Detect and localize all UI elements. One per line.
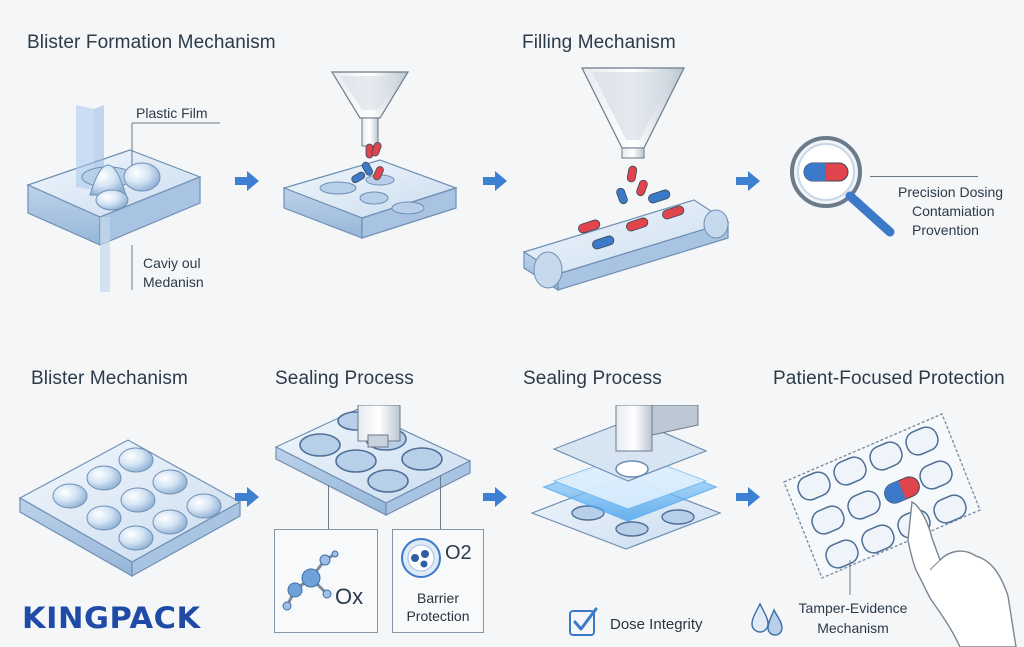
section-title-blister-formation: Blister Formation Mechanism: [27, 32, 276, 53]
arrow-right-icon: [736, 171, 760, 191]
arrow-right-icon: [235, 487, 259, 507]
precision-dosing-label: Precision Dosing: [898, 184, 1004, 200]
arrow-right-icon: [736, 487, 760, 507]
arrow-right-icon: [483, 487, 507, 507]
filling-conveyor-illustration: [522, 67, 730, 292]
sealing-plate-illustration: [274, 405, 472, 516]
protection-label: Protection: [406, 608, 470, 624]
tamper-evidence-label: Tamper-Evidence: [798, 600, 908, 616]
section-title-blister: Blister Mechanism: [31, 368, 188, 389]
magnifier-leader-line: [870, 176, 978, 177]
cavity-label-line1: Caviy oul: [143, 255, 201, 271]
blister-pack-hand-illustration: [783, 413, 1017, 647]
magnifier-icon: [790, 136, 895, 237]
plastic-film-label: Plastic Film: [136, 105, 208, 121]
drops-icon: [751, 602, 783, 636]
barrier-label: Barrier: [416, 590, 459, 606]
blister-tray-illustration: [18, 439, 242, 578]
cavity-label-line2: Medanisn: [143, 274, 204, 290]
section-title-sealing-2: Sealing Process: [523, 368, 662, 389]
heat-seal-illustration: [530, 405, 722, 550]
barrier-shield-icon: [401, 538, 441, 578]
tamper-mechanism-label: Mechanism: [817, 620, 889, 636]
kingpack-logo: KINGPACK: [22, 601, 201, 635]
prevention-label: Provention: [912, 222, 979, 238]
section-title-sealing-1: Sealing Process: [275, 368, 414, 389]
leader-line-right: [440, 476, 441, 529]
arrow-right-icon: [483, 171, 507, 191]
contamination-label: Contamiation: [912, 203, 995, 219]
hopper-plate-illustration: [282, 71, 458, 239]
ox-box: Ox: [274, 529, 378, 633]
dose-integrity-label: Dose Integrity: [610, 616, 703, 633]
arrow-right-icon: [235, 171, 259, 191]
section-title-patient: Patient-Focused Protection: [773, 368, 1005, 389]
check-icon: [569, 607, 598, 636]
o2-label: O2: [445, 542, 472, 564]
molecule-icon: [282, 550, 339, 611]
ox-label: Ox: [335, 584, 364, 609]
section-title-filling: Filling Mechanism: [522, 32, 676, 53]
leader-line-left: [328, 485, 329, 529]
barrier-box: O2 Barrier Protection: [392, 529, 484, 633]
blister-formation-illustration: [26, 105, 220, 292]
